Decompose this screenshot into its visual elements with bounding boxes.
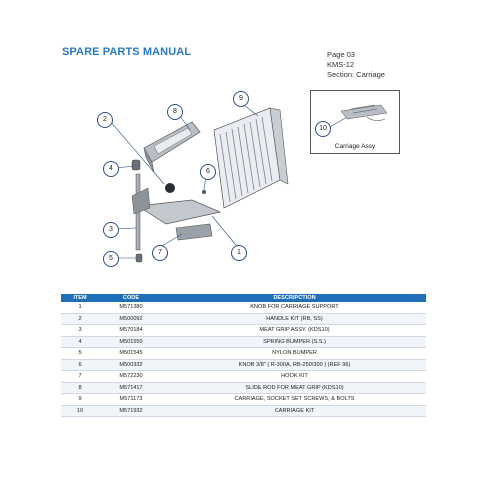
description-cell: SLIDE ROD FOR MEAT GRIP (KDS10) — [163, 382, 426, 394]
knob-part — [165, 183, 175, 193]
item-cell: 10 — [61, 405, 99, 417]
description-cell: HANDLE KIT (RB, SS) — [163, 313, 426, 325]
item-cell: 8 — [61, 382, 99, 394]
callout-2: 2 — [97, 112, 113, 128]
inset-caption: Carriage Assy — [334, 143, 376, 150]
code-cell: M571417 — [99, 382, 163, 394]
description-cell: CARRIAGE, SOCKET SET SCREWS, & BOLTS — [163, 393, 426, 406]
item-cell: 2 — [61, 313, 99, 325]
page-title: SPARE PARTS MANUAL — [62, 46, 192, 58]
code-cell: M500092 — [99, 313, 163, 325]
slide-rod-part — [131, 173, 151, 251]
page-meta: Page 03 KMS-12 Section: Carriage — [327, 50, 385, 80]
table-header-row: ITEM CODE DESCRIPCTION — [61, 294, 426, 302]
small-knob-part — [202, 190, 206, 194]
item-cell: 1 — [61, 302, 99, 314]
callout-8: 8 — [167, 104, 183, 120]
code-cell: M501545 — [99, 347, 163, 360]
nylon-bumper-part — [135, 253, 143, 263]
code-cell: M571173 — [99, 393, 163, 406]
column-header-description: DESCRIPCTION — [163, 294, 426, 302]
item-cell: 9 — [61, 393, 99, 406]
column-header-item: ITEM — [61, 294, 99, 302]
carriage-assy-drawing — [329, 104, 388, 128]
item-cell: 3 — [61, 324, 99, 337]
callout-9: 9 — [233, 91, 249, 107]
description-cell: SPRING BUMPER (S.S.) — [163, 336, 426, 348]
code-cell: M500332 — [99, 359, 163, 371]
description-cell: KNOB FOR CARRIAGE SUPPORT — [163, 302, 426, 314]
code-cell: M572230 — [99, 370, 163, 383]
code-cell: M571380 — [99, 302, 163, 314]
item-cell: 4 — [61, 336, 99, 348]
carriage-tray-part — [213, 107, 289, 209]
spring-bumper-part — [131, 159, 141, 171]
carriage-assy-inset: 10 Carriage Assy — [310, 90, 400, 154]
code-cell: M501550 — [99, 336, 163, 348]
code-cell: M571932 — [99, 405, 163, 417]
callout-3: 3 — [103, 222, 119, 238]
callout-4: 4 — [103, 161, 119, 177]
exploded-parts-diagram — [109, 101, 289, 263]
item-cell: 7 — [61, 370, 99, 383]
model-number: KMS-12 — [327, 60, 355, 69]
handle-part — [143, 121, 201, 173]
callout-6: 6 — [200, 164, 216, 180]
description-cell: MEAT GRIP ASSY. (KDS10) — [163, 324, 426, 337]
item-cell: 6 — [61, 359, 99, 371]
description-cell: KNOB 3/8" ( R-300A, RB-250\300 ) (REF 96… — [163, 359, 426, 371]
callout-1: 1 — [231, 245, 247, 261]
item-cell: 5 — [61, 347, 99, 360]
callout-5: 5 — [103, 251, 119, 267]
description-cell: HOOK KIT — [163, 370, 426, 383]
callout-7: 7 — [152, 245, 168, 261]
leader-lines — [109, 101, 259, 259]
section-name: Section: Carriage — [327, 70, 385, 79]
column-header-code: CODE — [99, 294, 163, 302]
description-cell: CARRIAGE KIT — [163, 405, 426, 417]
callout-10: 10 — [315, 121, 331, 137]
description-cell: NYLON BUMPER — [163, 347, 426, 360]
code-cell: M570184 — [99, 324, 163, 337]
meat-grip-plate-part — [136, 199, 222, 241]
page-number: Page 03 — [327, 50, 355, 59]
